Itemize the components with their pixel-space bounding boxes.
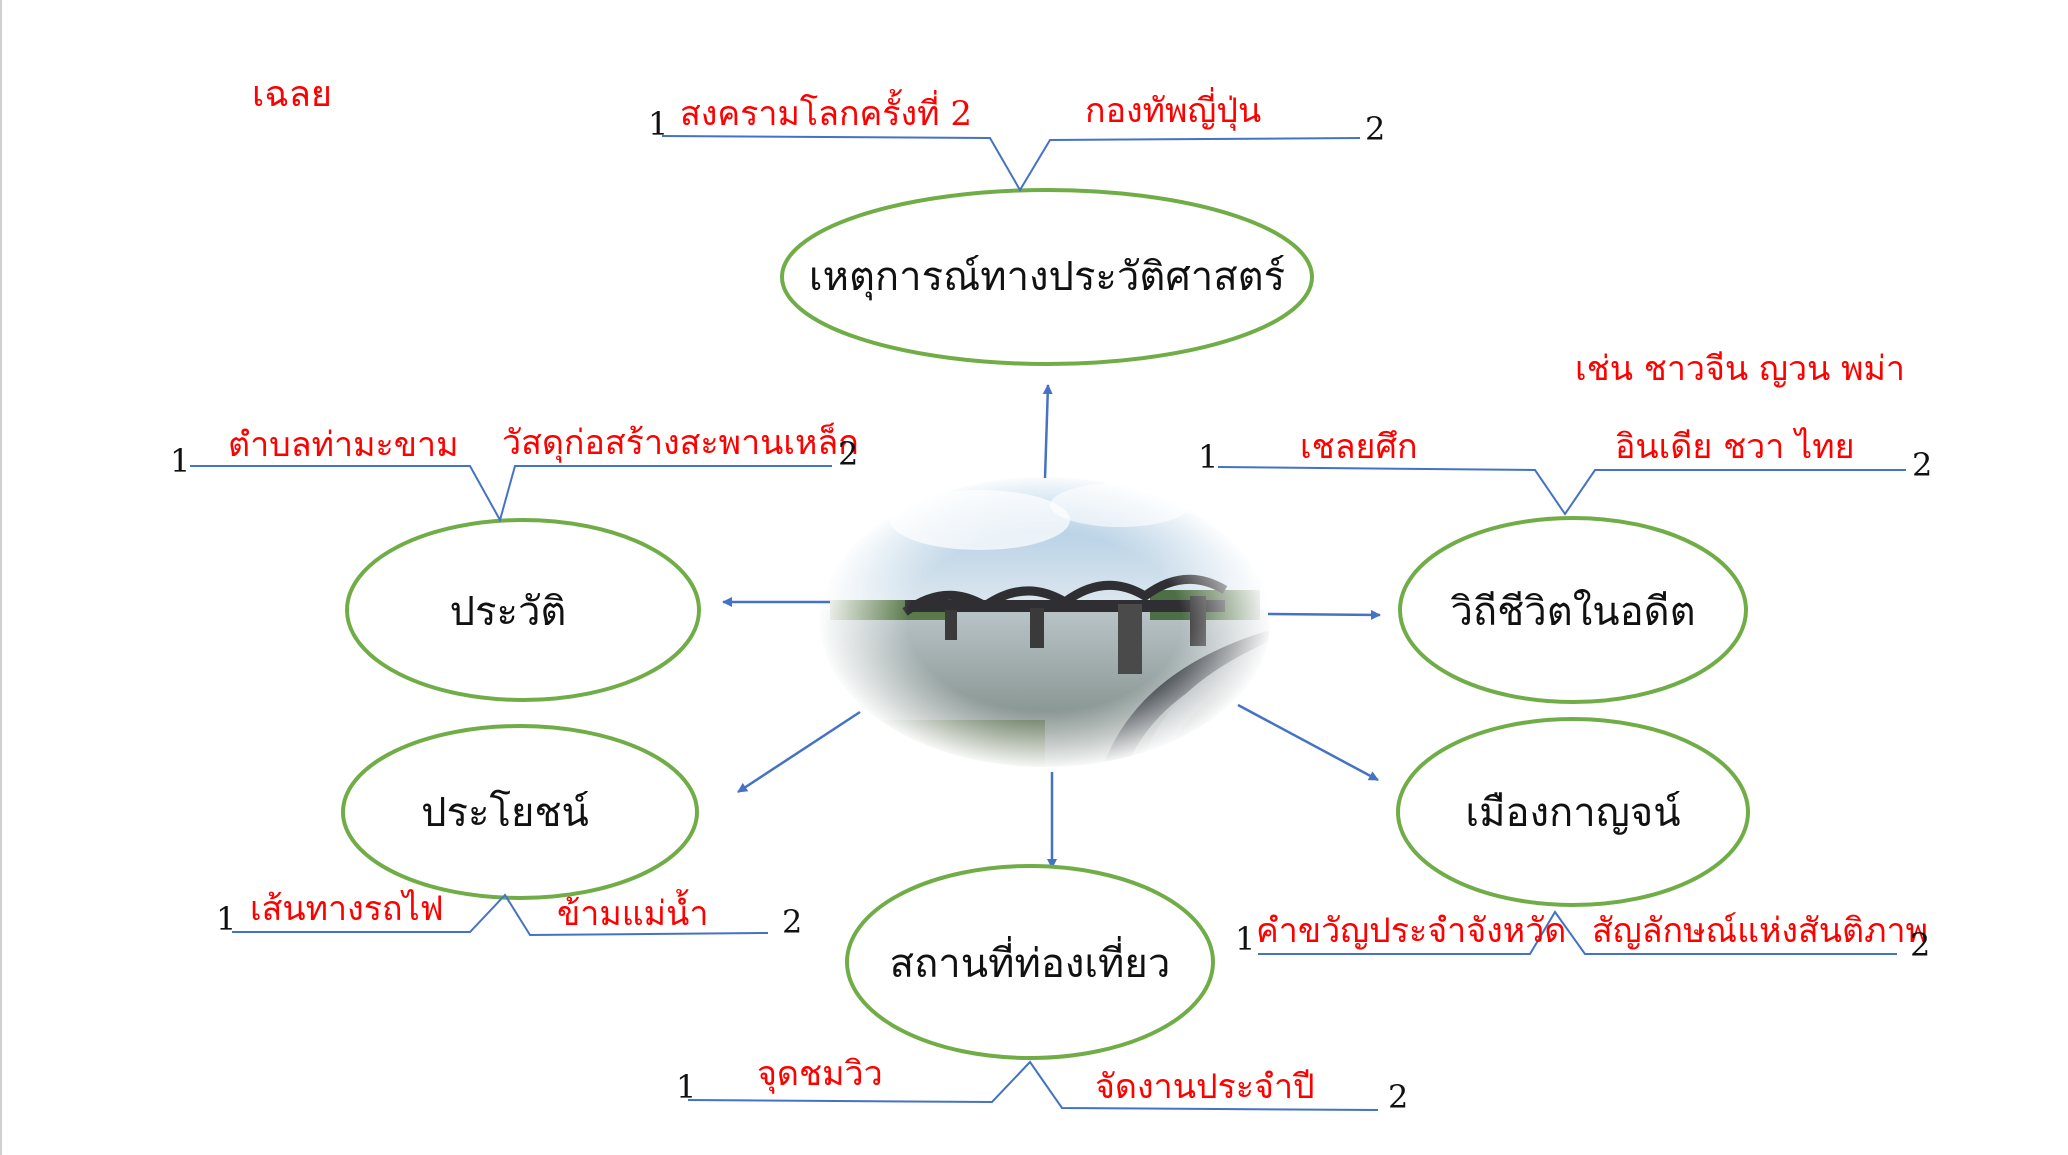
node-kanchanaburi: เมืองกาญจน์ 1 คำขวัญประจำจังหวัด สัญลักษ… (1235, 717, 1930, 964)
answer-title: เฉลย (252, 74, 332, 115)
node-label: สถานที่ท่องเที่ยว (890, 936, 1171, 987)
item-1: สงครามโลกครั้งที่ 2 (680, 89, 972, 134)
node-ellipse (845, 864, 1215, 1060)
item-1: เส้นทางรถไฟ (250, 889, 444, 929)
number-2: 2 (1388, 1078, 1408, 1116)
photo-vignette (817, 474, 1273, 770)
bracket-line (687, 1060, 1379, 1111)
item-2: จัดงานประจำปี (1095, 1067, 1315, 1107)
number-2: 2 (1910, 926, 1930, 964)
bracket-line (661, 135, 1361, 192)
extra-note: เช่น ชาวจีน ญวน พม่า (1575, 349, 1905, 389)
node-label: เหตุการณ์ทางประวัติศาสตร์ (809, 254, 1285, 301)
node-ellipse (780, 188, 1314, 366)
node-label: ประโยชน์ (421, 790, 589, 836)
item-2: วัสดุก่อสร้างสะพานเหล็ก (502, 422, 859, 463)
node-ellipse (345, 518, 701, 702)
bracket-line (1217, 466, 1906, 516)
number-2: 2 (782, 903, 802, 941)
number-2: 2 (1912, 446, 1932, 484)
item-1: เชลยศึก (1300, 427, 1418, 467)
connector-arrows (722, 384, 1381, 869)
item-2: สัญลักษณ์แห่งสันติภาพ (1592, 911, 1928, 951)
item-1: จุดชมวิว (757, 1054, 883, 1094)
number-1: 1 (648, 105, 668, 143)
node-label: เมืองกาญจน์ (1465, 790, 1680, 836)
node-benefit: ประโยชน์ 1 เส้นทางรถไฟ ข้ามแม่น้ำ 2 (216, 724, 802, 941)
item-2: กองทัพญี่ปุ่น (1085, 87, 1261, 131)
node-history-event: เหตุการณ์ทางประวัติศาสตร์ 1 สงครามโลกครั… (648, 87, 1385, 366)
number-1: 1 (216, 900, 236, 938)
node-history: ประวัติ 1 ตำบลท่ามะขาม วัสดุก่อสร้างสะพา… (170, 422, 859, 702)
node-label: วิถีชีวิตในอดีต (1450, 588, 1695, 635)
arrow-up (1042, 384, 1053, 479)
item-1: คำขวัญประจำจังหวัด (1256, 911, 1566, 951)
node-label: ประวัติ (450, 589, 567, 635)
page-left-border (0, 0, 2, 1155)
node-past-life: วิถีชีวิตในอดีต 1 เชลยศึก อินเดีย ชวา ไท… (1198, 349, 1932, 704)
bracket-line (1258, 910, 1897, 955)
arrow-down-left (737, 710, 861, 794)
node-ellipse (341, 724, 699, 900)
number-1: 1 (1235, 920, 1255, 958)
number-1: 1 (676, 1068, 696, 1106)
node-ellipse (1396, 717, 1750, 907)
item-1: ตำบลท่ามะขาม (228, 425, 459, 465)
number-2: 2 (838, 435, 858, 473)
node-tourism: สถานที่ท่องเที่ยว 1 จุดชมวิว จัดงานประจำ… (676, 864, 1408, 1116)
bracket-line (232, 893, 769, 937)
item-2: ข้ามแม่น้ำ (557, 889, 708, 934)
bracket-line (190, 465, 832, 523)
number-1: 1 (170, 442, 190, 480)
number-1: 1 (1198, 438, 1218, 476)
node-ellipse (1398, 516, 1748, 704)
arrow-down-right (1237, 703, 1379, 782)
item-2: อินเดีย ชวา ไทย (1615, 427, 1855, 467)
arrow-right (1267, 609, 1381, 620)
number-2: 2 (1365, 110, 1385, 148)
